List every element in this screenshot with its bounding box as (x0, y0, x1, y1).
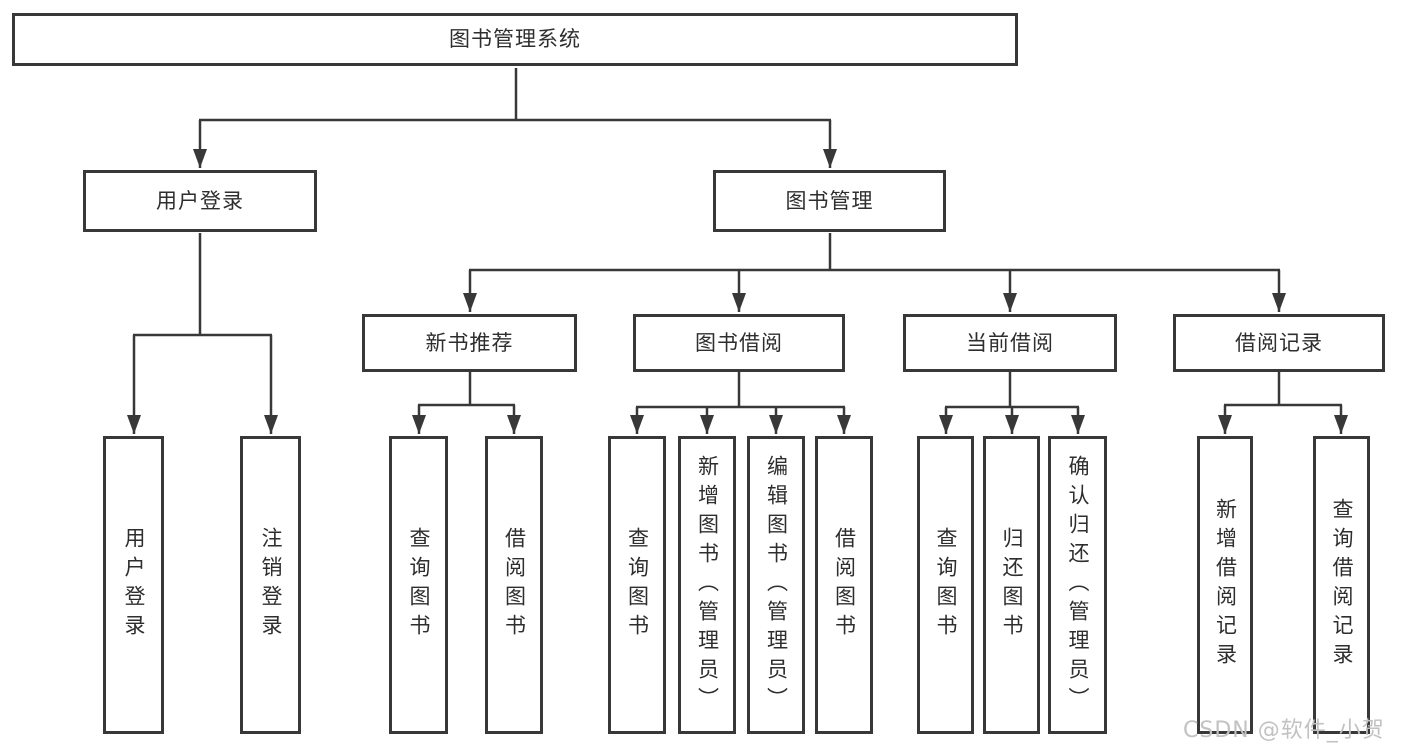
leaf-user-login: 用户登录 (103, 436, 164, 734)
leaf-query-books-recommend: 查询图书 (389, 436, 448, 734)
leaf-confirm-return-admin: 确认归还（管理员） (1048, 436, 1107, 734)
node-library-management-system: 图书管理系统 (12, 13, 1018, 66)
leaf-query-books-borrowing: 查询图书 (608, 436, 666, 734)
watermark-text: CSDN @软件_小贺同学 (1183, 718, 1385, 743)
node-book-management: 图书管理 (713, 170, 946, 232)
leaf-edit-books-admin: 编辑图书（管理员） (747, 436, 805, 734)
leaf-add-borrow-record: 新增借阅记录 (1197, 436, 1253, 734)
node-current-borrowing: 当前借阅 (903, 314, 1117, 372)
leaf-borrow-books-recommend: 借阅图书 (485, 436, 543, 734)
leaf-query-borrow-record: 查询借阅记录 (1313, 436, 1370, 734)
leaf-query-books-current: 查询图书 (917, 436, 974, 734)
leaf-return-books: 归还图书 (983, 436, 1040, 734)
node-borrowing-records: 借阅记录 (1173, 314, 1385, 372)
node-book-borrowing: 图书借阅 (633, 314, 845, 372)
leaf-logout: 注销登录 (240, 436, 301, 734)
node-user-login: 用户登录 (83, 170, 317, 232)
leaf-add-books-admin: 新增图书（管理员） (678, 436, 736, 734)
leaf-borrow-books: 借阅图书 (815, 436, 873, 734)
node-new-book-recommend: 新书推荐 (362, 314, 577, 372)
